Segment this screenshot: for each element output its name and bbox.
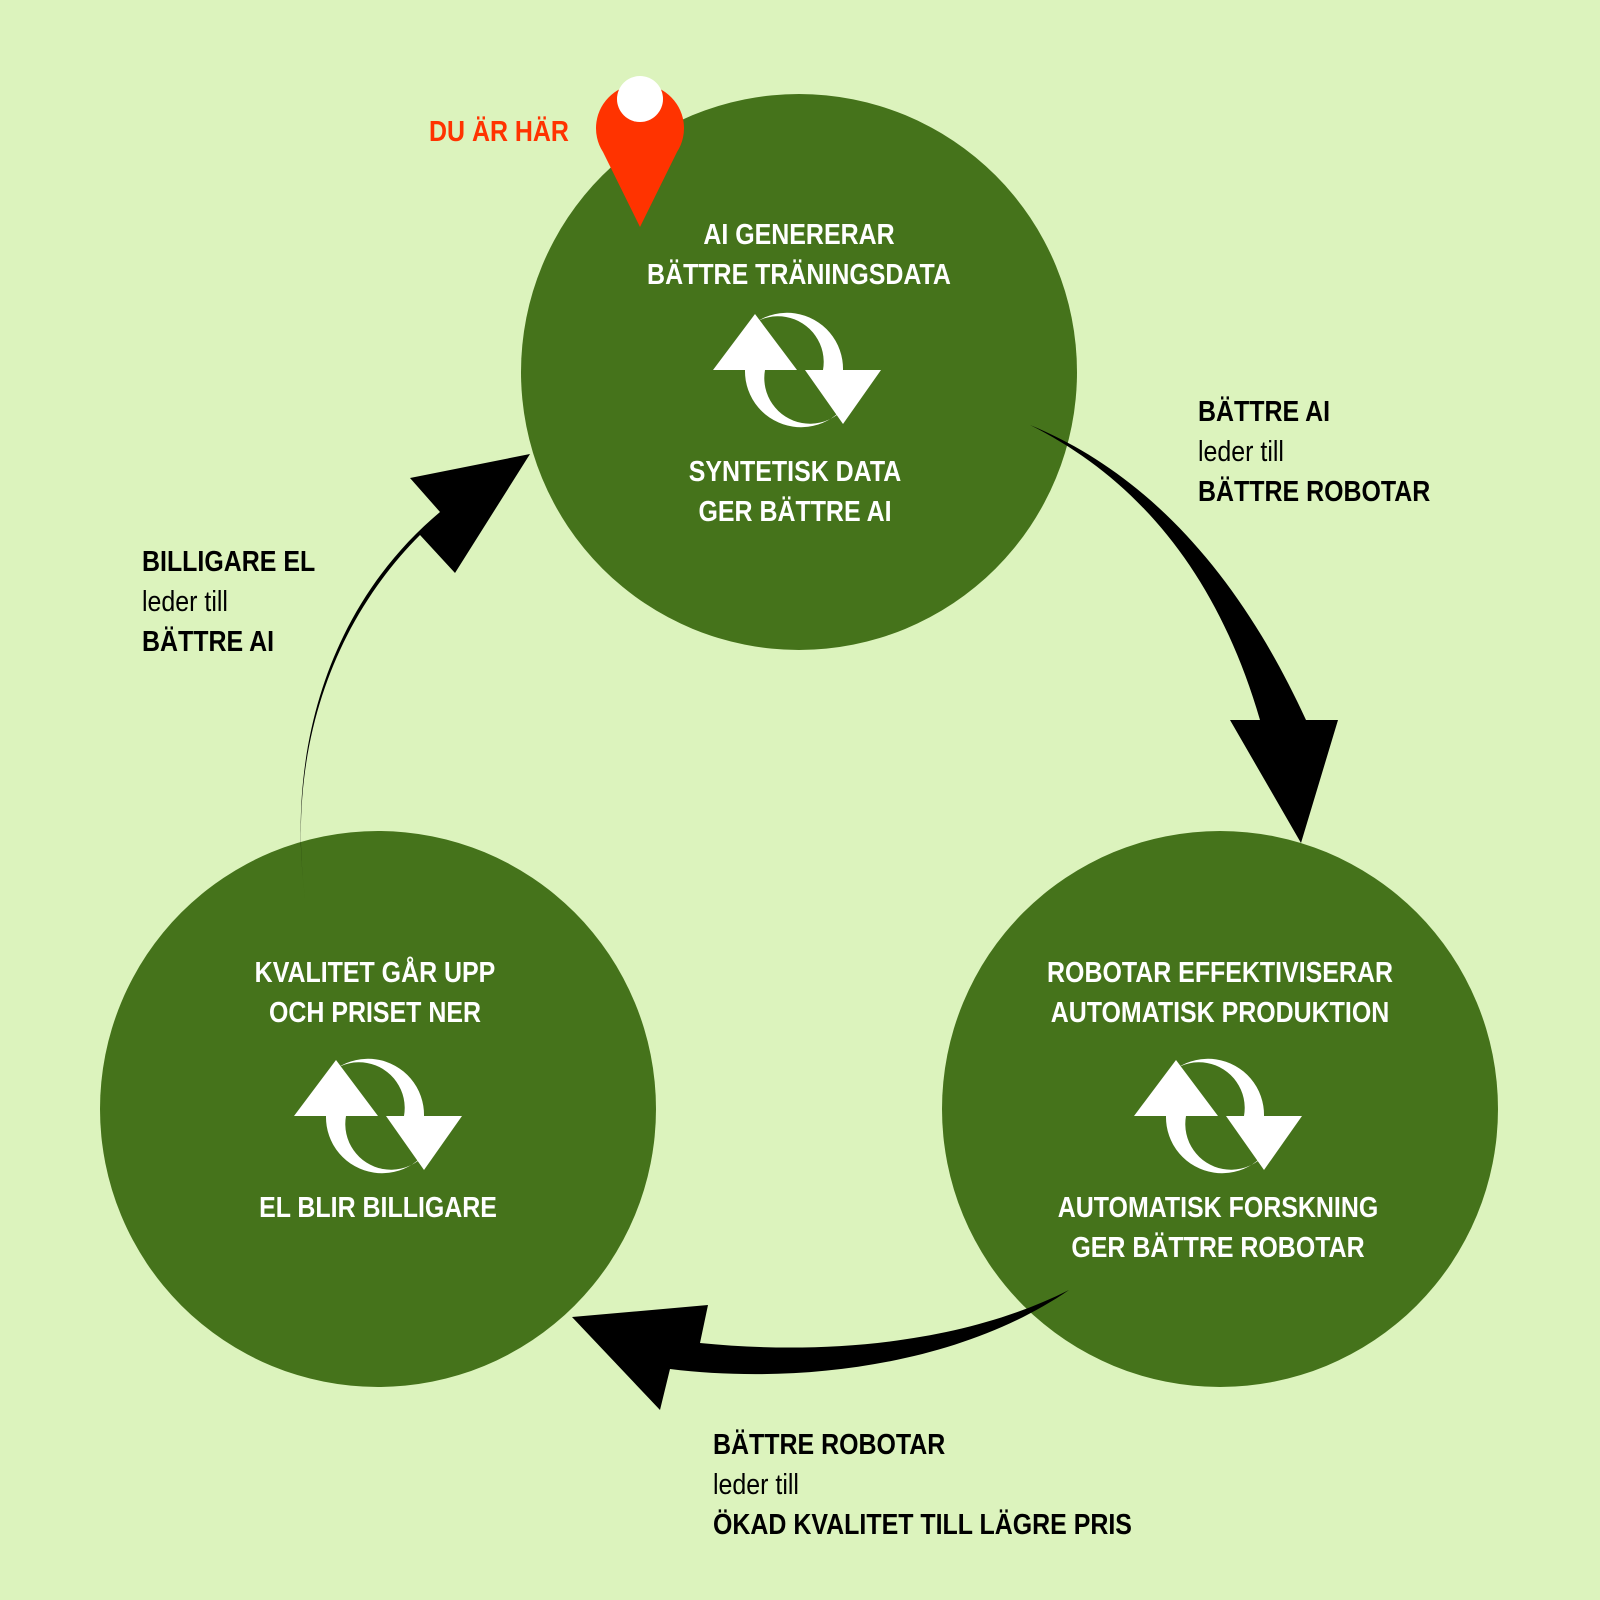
node-robotar-bottom-text: AUTOMATISK FORSKNING GER BÄTTRE ROBOTAR [1058,1188,1379,1268]
edge-label-el-ai: BILLIGARE EL leder till BÄTTRE AI [142,542,315,662]
cycle-arrows-icon [1134,1058,1302,1174]
node-robotar [942,831,1498,1387]
edge-label-robotar-el-from: BÄTTRE ROBOTAR [713,1429,946,1461]
node-el-bottom-text: EL BLIR BILLIGARE [259,1188,497,1228]
edge-label-el-ai-middle: leder till [142,586,228,618]
edge-label-ai-robotar-to: BÄTTRE ROBOTAR [1198,476,1431,508]
node-robotar-top-text: ROBOTAR EFFEKTIVISERAR AUTOMATISK PRODUK… [1047,953,1393,1033]
edge-label-ai-robotar-middle: leder till [1198,436,1284,468]
node-ai-bottom-line1: SYNTETISK DATA [688,456,902,488]
node-ai-top-line1: AI GENERERAR [703,219,895,251]
node-robotar-top-line1: ROBOTAR EFFEKTIVISERAR [1047,957,1393,989]
node-ai-bottom-text: SYNTETISK DATA GER BÄTTRE AI [689,452,901,532]
node-robotar-top-line2: AUTOMATISK PRODUKTION [1050,997,1390,1029]
edge-label-el-ai-from: BILLIGARE EL [142,546,316,578]
node-el-top-text: KVALITET GÅR UPP OCH PRISET NER [255,953,496,1033]
node-el [100,831,656,1387]
edge-label-el-ai-to: BÄTTRE AI [142,626,275,658]
cycle-arrows-icon [713,312,881,428]
edge-label-robotar-el: BÄTTRE ROBOTAR leder till ÖKAD KVALITET … [713,1425,1132,1545]
node-el-top-line2: OCH PRISET NER [268,997,482,1029]
edge-label-robotar-el-middle: leder till [713,1469,799,1501]
edge-label-ai-robotar: BÄTTRE AI leder till BÄTTRE ROBOTAR [1198,392,1430,512]
edge-label-ai-robotar-from: BÄTTRE AI [1198,396,1331,428]
arrow-ai-to-robotar [1030,425,1338,843]
node-ai-bottom-line2: GER BÄTTRE AI [698,496,892,528]
node-el-bottom-line1: EL BLIR BILLIGARE [259,1192,497,1224]
node-el-top-line1: KVALITET GÅR UPP [254,957,496,989]
arrow-robotar-to-el [572,1290,1069,1410]
cycle-arrows-icon [294,1058,462,1174]
node-robotar-bottom-line2: GER BÄTTRE ROBOTAR [1071,1232,1365,1264]
marker-label: DU ÄR HÄR [429,116,569,148]
node-ai [521,94,1077,650]
node-robotar-bottom-line1: AUTOMATISK FORSKNING [1057,1192,1379,1224]
node-ai-top-text: AI GENERERAR BÄTTRE TRÄNINGSDATA [647,215,951,295]
node-ai-top-line2: BÄTTRE TRÄNINGSDATA [647,259,951,291]
edge-label-robotar-el-to: ÖKAD KVALITET TILL LÄGRE PRIS [713,1509,1132,1541]
